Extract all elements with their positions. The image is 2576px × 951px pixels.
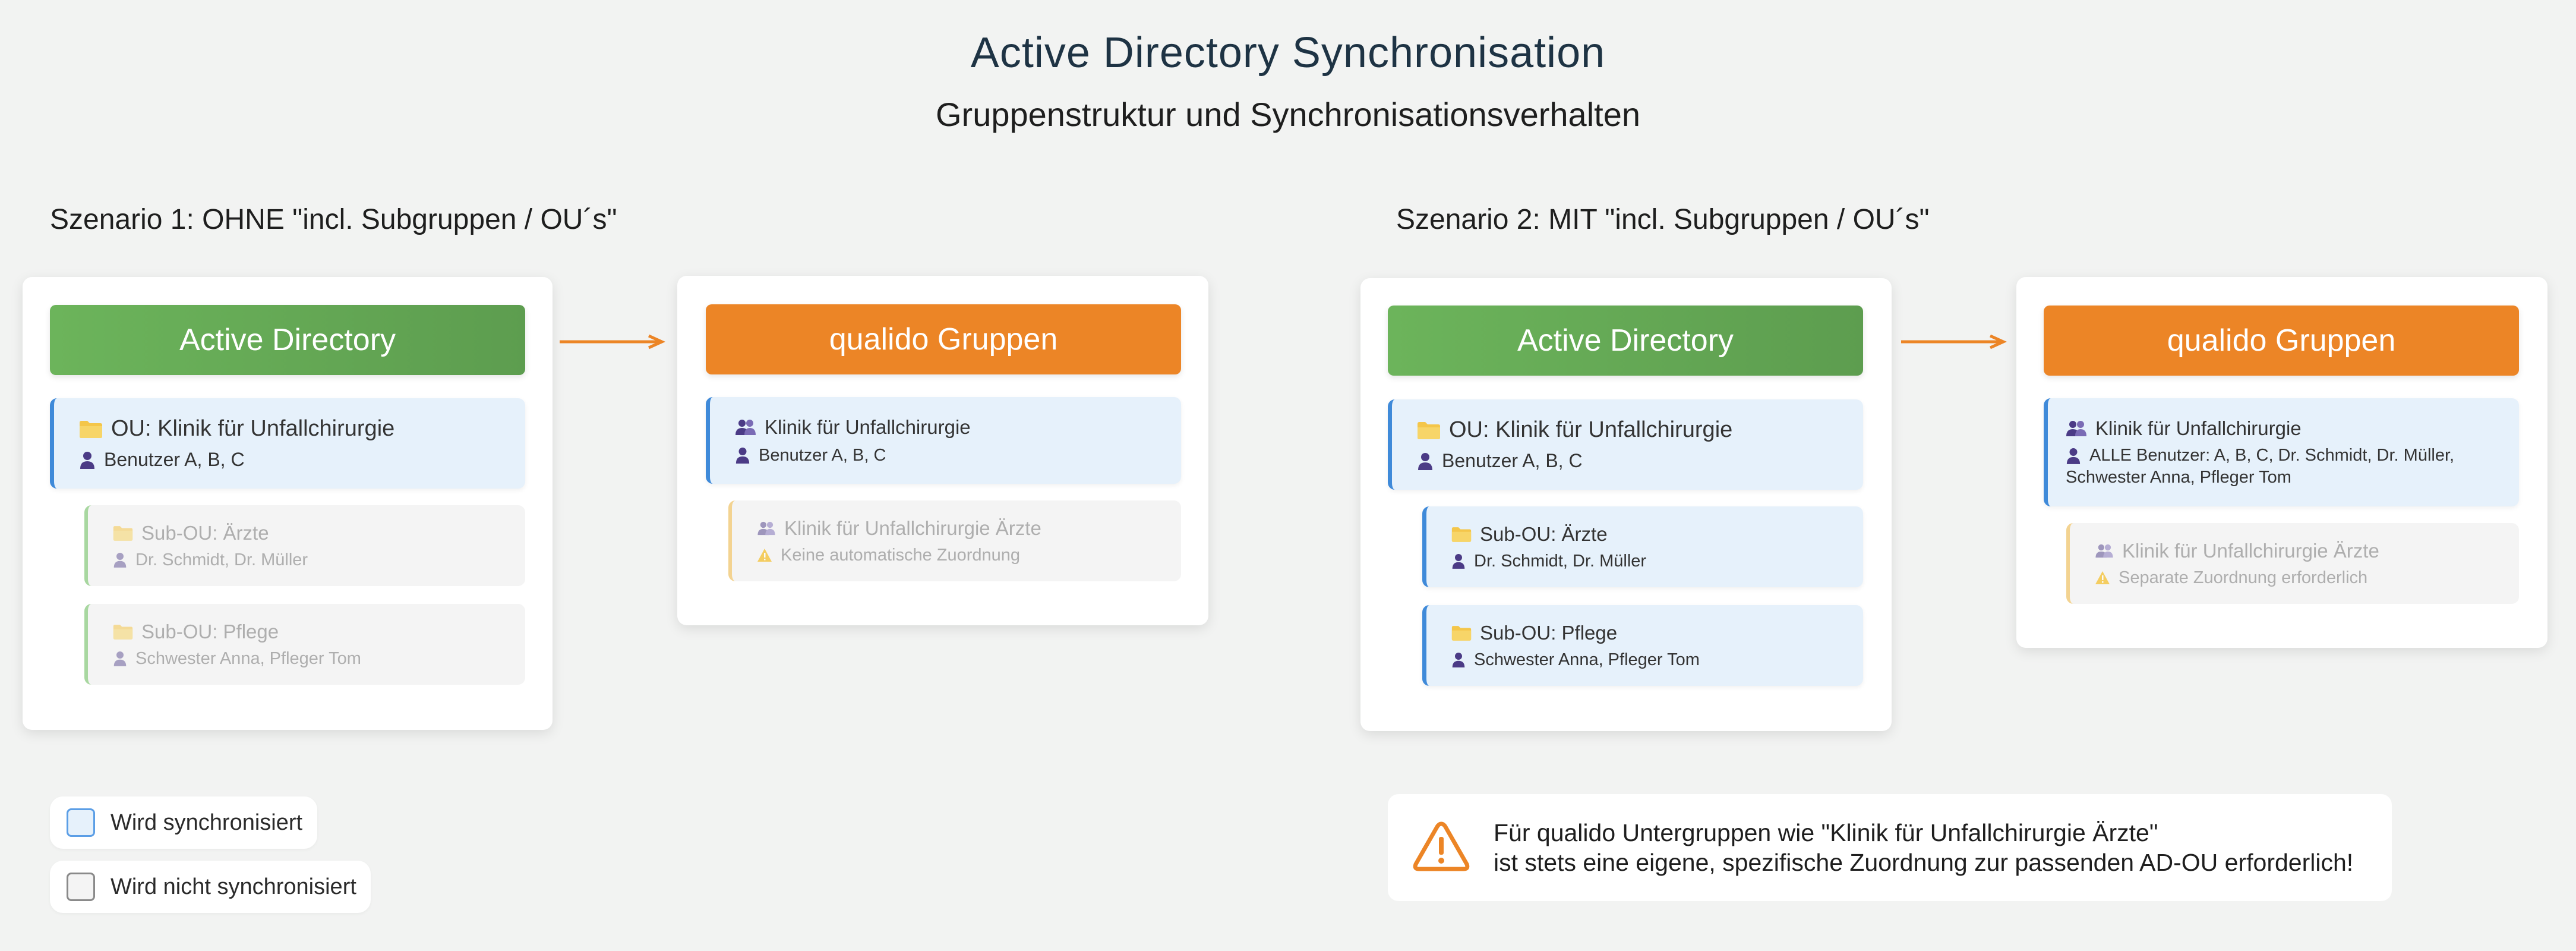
- sub-ou-pflege-users: Schwester Anna, Pfleger Tom: [135, 648, 361, 668]
- sub-ou-pflege-label: Sub-OU: Pflege: [1480, 621, 1618, 644]
- folder-icon: [79, 420, 103, 439]
- user-icon: [735, 447, 750, 464]
- ou-main-users: Benutzer A, B, C: [1442, 450, 1583, 471]
- group-icon: [757, 521, 776, 536]
- folder-icon: [1417, 421, 1441, 440]
- ou-main-item: OU: Klinik für Unfallchirurgie Benutzer …: [50, 398, 525, 489]
- qualido-group-main-users: Benutzer A, B, C: [759, 445, 886, 465]
- scenario-2-title: Szenario 2: MIT "incl. Subgruppen / OU´s…: [1396, 204, 1930, 235]
- folder-icon: [113, 623, 133, 640]
- user-icon: [1451, 652, 1466, 667]
- qualido-group-sub-item: Klinik für Unfallchirurgie Ärzte Keine a…: [728, 500, 1181, 581]
- note-line-1: Für qualido Untergruppen wie "Klinik für…: [1494, 819, 2158, 846]
- qualido-group-sub-note: Separate Zuordnung erforderlich: [2119, 568, 2368, 587]
- user-icon: [2066, 448, 2081, 464]
- qualido-group-main-item: Klinik für Unfallchirurgie Benutzer A, B…: [706, 397, 1181, 484]
- legend-synced-label: Wird synchronisiert: [111, 810, 303, 835]
- sub-ou-pflege-item: Sub-OU: Pflege Schwester Anna, Pfleger T…: [84, 604, 525, 685]
- page-subtitle: Gruppenstruktur und Synchronisationsverh…: [935, 96, 1640, 133]
- folder-icon: [1451, 526, 1472, 543]
- qualido-group-main-label: Klinik für Unfallchirurgie: [765, 415, 971, 438]
- legend-not-synced-label: Wird nicht synchronisiert: [111, 874, 356, 899]
- qualido-header: qualido Gruppen: [2044, 306, 2519, 376]
- warning-icon: [757, 548, 772, 562]
- ad-header: Active Directory: [1388, 306, 1863, 376]
- qualido-header: qualido Gruppen: [706, 304, 1181, 374]
- sub-ou-aerzte-users: Dr. Schmidt, Dr. Müller: [1474, 551, 1647, 571]
- arrow-right-icon: [1900, 333, 2007, 354]
- sub-ou-aerzte-users: Dr. Schmidt, Dr. Müller: [135, 550, 308, 569]
- sub-ou-aerzte-label: Sub-OU: Ärzte: [1480, 522, 1608, 545]
- group-icon: [2066, 420, 2087, 437]
- qualido-group-sub-item: Klinik für Unfallchirurgie Ärzte Separat…: [2066, 523, 2519, 604]
- user-icon: [113, 651, 127, 666]
- scenario-1-qualido-card: qualido Gruppen Klinik für Unfallchirurg…: [677, 276, 1208, 625]
- scenario-2-ad-card: Active Directory OU: Klinik für Unfallch…: [1360, 278, 1892, 731]
- qualido-group-main-users-line1: ALLE Benutzer: A, B, C, Dr. Schmidt, Dr.…: [2089, 446, 2455, 465]
- warning-icon: [2095, 571, 2110, 585]
- scenario-2-qualido-card: qualido Gruppen Klinik für Unfallchirurg…: [2016, 277, 2547, 648]
- qualido-group-main-item: Klinik für Unfallchirurgie ALLE Benutzer…: [2044, 398, 2519, 506]
- legend-not-synced: Wird nicht synchronisiert: [50, 861, 371, 913]
- ou-main-label: OU: Klinik für Unfallchirurgie: [1449, 417, 1733, 442]
- legend-synced: Wird synchronisiert: [50, 796, 317, 849]
- sub-ou-aerzte-item: Sub-OU: Ärzte Dr. Schmidt, Dr. Müller: [84, 505, 525, 586]
- group-icon: [735, 419, 756, 436]
- sub-ou-pflege-label: Sub-OU: Pflege: [141, 620, 279, 643]
- qualido-group-main-users-line2: Schwester Anna, Pfleger Tom: [2066, 468, 2291, 487]
- user-icon: [1451, 553, 1466, 569]
- note-line-2: ist stets eine eigene, spezifische Zuord…: [1494, 849, 2354, 876]
- qualido-group-sub-label: Klinik für Unfallchirurgie Ärzte: [2122, 539, 2379, 562]
- legend-not-synced-swatch: [67, 873, 95, 901]
- sub-ou-pflege-item: Sub-OU: Pflege Schwester Anna, Pfleger T…: [1422, 605, 1863, 686]
- info-note: Für qualido Untergruppen wie "Klinik für…: [1388, 794, 2392, 901]
- warning-icon: [1413, 820, 1470, 876]
- user-icon: [79, 451, 96, 469]
- qualido-group-sub-label: Klinik für Unfallchirurgie Ärzte: [784, 517, 1041, 539]
- sub-ou-pflege-users: Schwester Anna, Pfleger Tom: [1474, 650, 1700, 669]
- scenario-1-title: Szenario 1: OHNE "incl. Subgruppen / OU´…: [50, 204, 617, 235]
- folder-icon: [1451, 625, 1472, 641]
- ou-main-item: OU: Klinik für Unfallchirurgie Benutzer …: [1388, 399, 1863, 490]
- user-icon: [1417, 452, 1434, 470]
- scenario-1-ad-card: Active Directory OU: Klinik für Unfallch…: [23, 277, 553, 730]
- user-icon: [113, 552, 127, 568]
- legend-synced-swatch: [67, 808, 95, 837]
- ou-main-label: OU: Klinik für Unfallchirurgie: [111, 416, 395, 441]
- group-icon: [2095, 544, 2114, 558]
- qualido-group-sub-note: Keine automatische Zuordnung: [781, 545, 1021, 565]
- sub-ou-aerzte-item: Sub-OU: Ärzte Dr. Schmidt, Dr. Müller: [1422, 506, 1863, 587]
- sub-ou-aerzte-label: Sub-OU: Ärzte: [141, 521, 269, 544]
- ou-main-users: Benutzer A, B, C: [104, 449, 245, 470]
- folder-icon: [113, 525, 133, 541]
- arrow-right-icon: [558, 333, 666, 354]
- qualido-group-main-label: Klinik für Unfallchirurgie: [2095, 417, 2302, 439]
- ad-header: Active Directory: [50, 305, 525, 375]
- page-title: Active Directory Synchronisation: [970, 29, 1606, 77]
